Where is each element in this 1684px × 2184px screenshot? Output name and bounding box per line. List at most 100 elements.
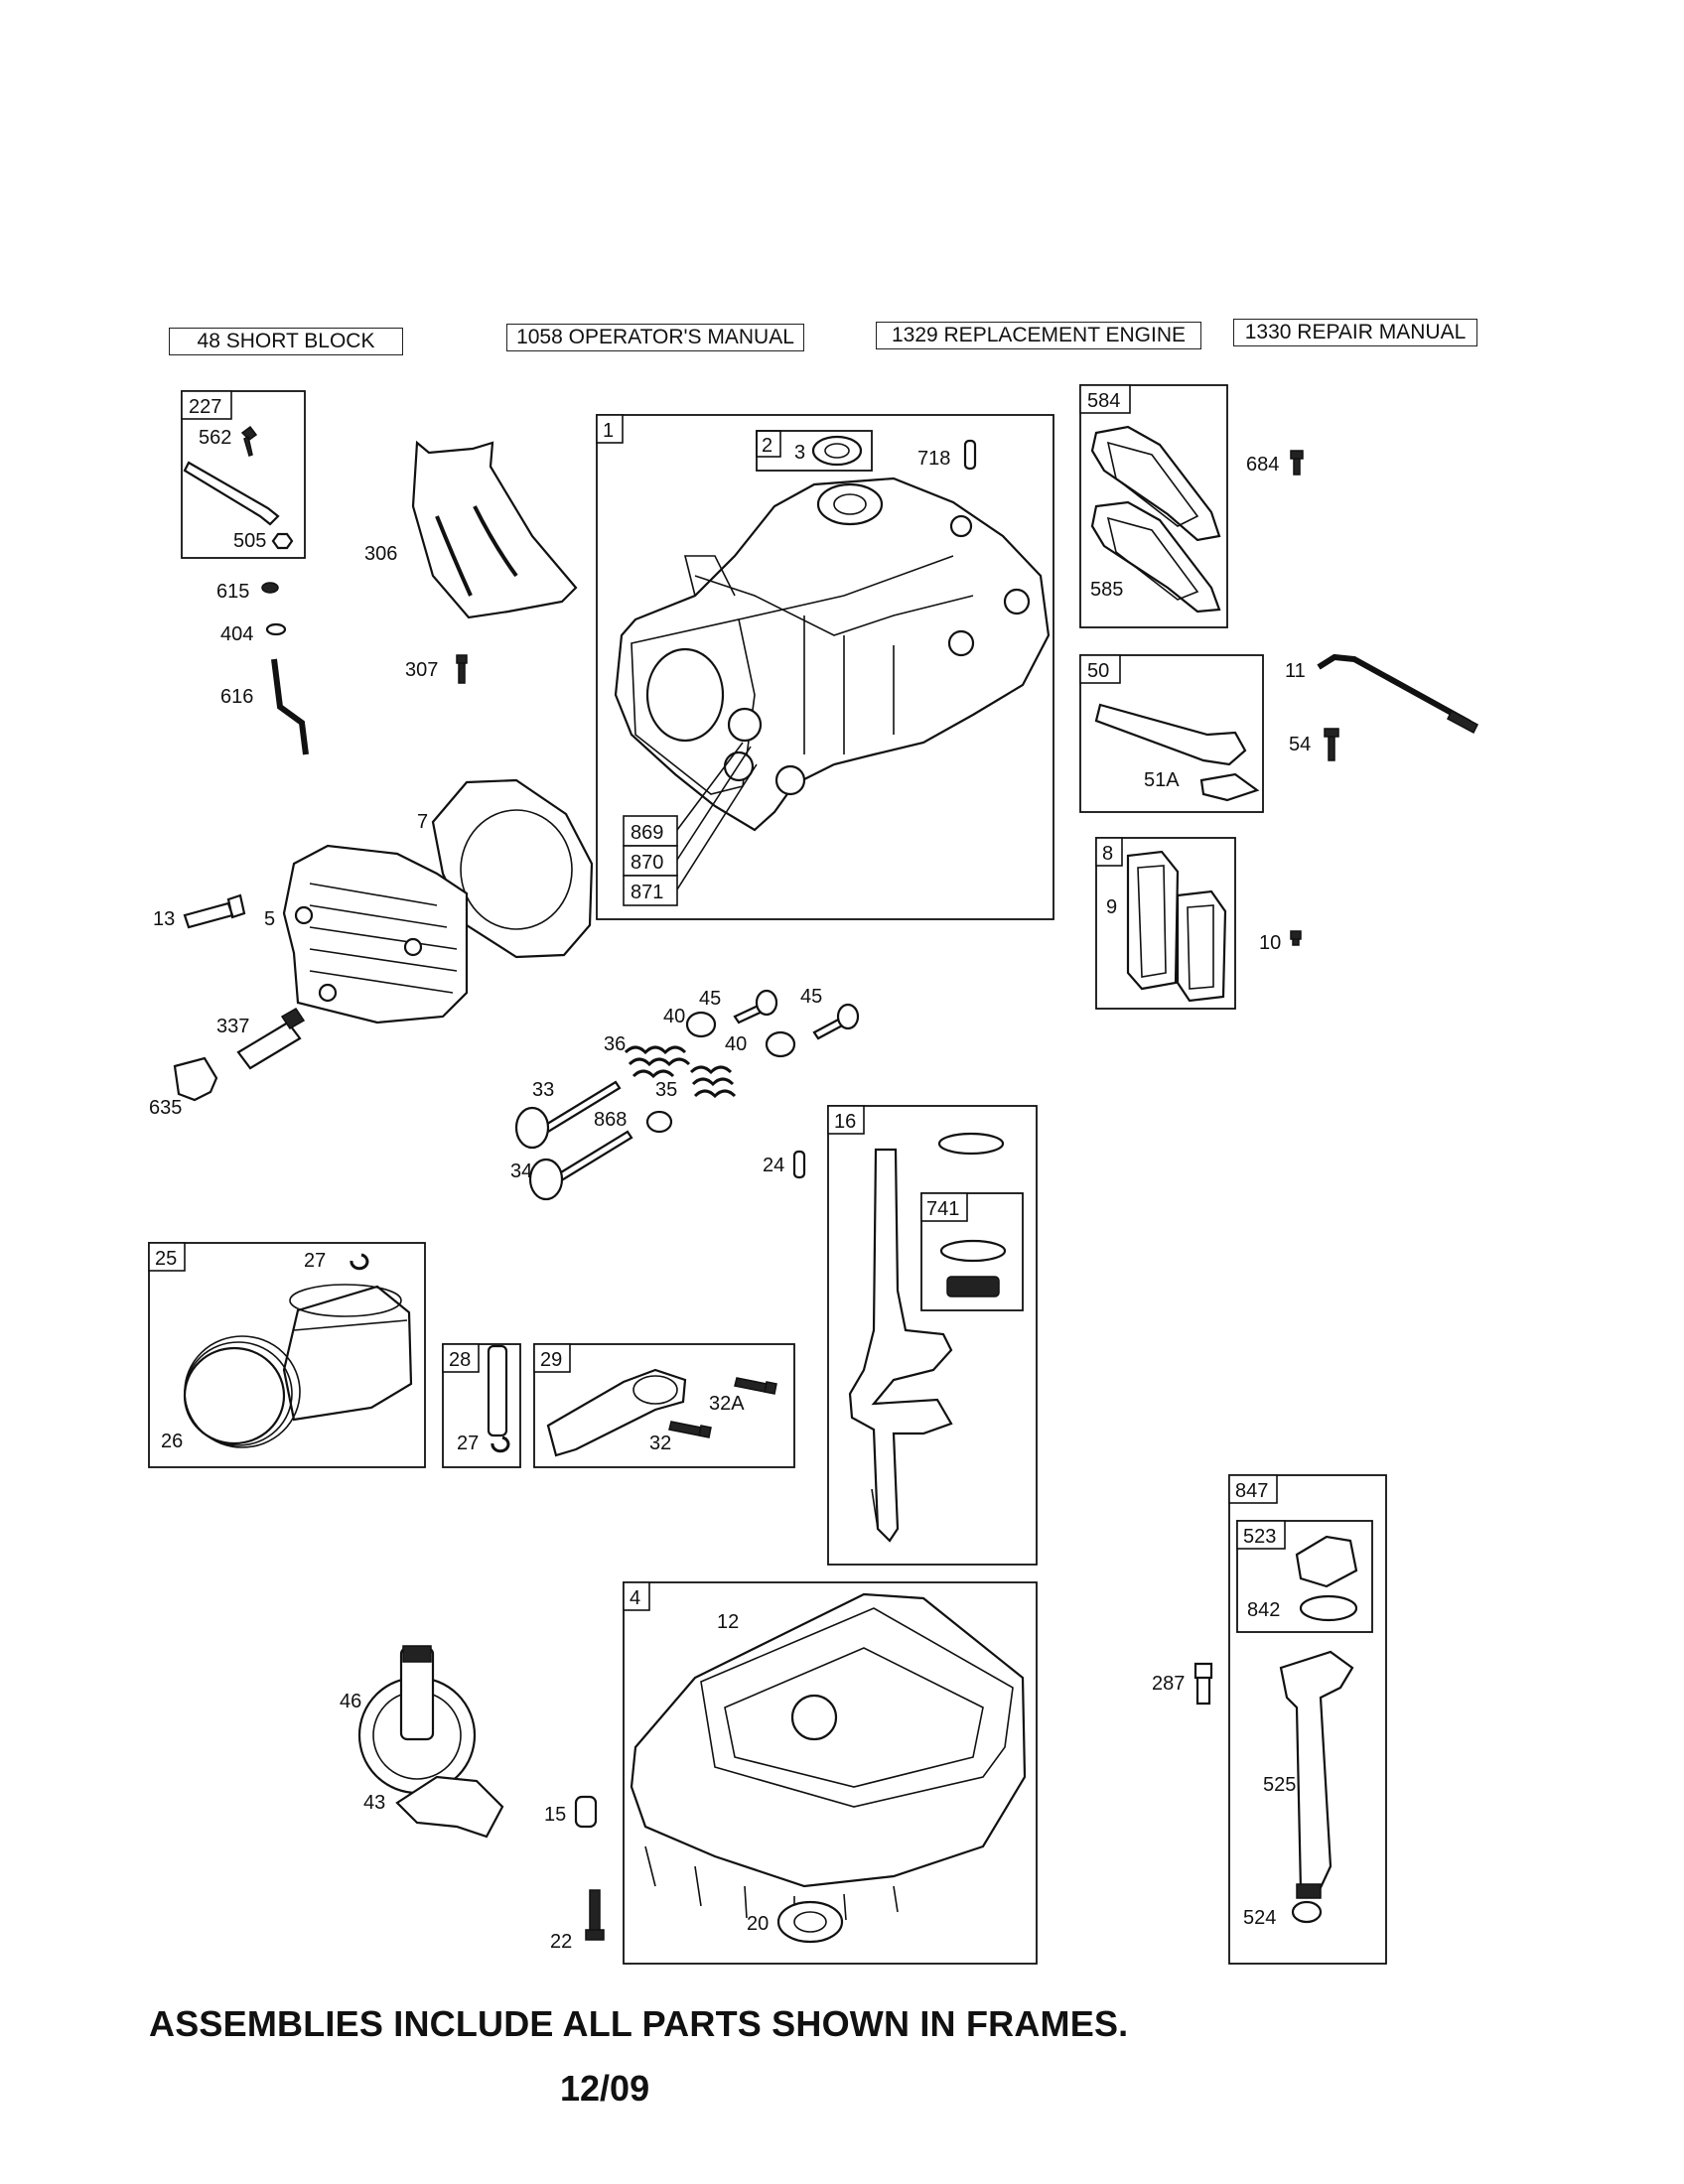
oring-842-part [1299,1594,1358,1622]
clip-27b-part [491,1435,510,1453]
part-684-label: 684 [1246,454,1279,476]
frame-25-label: 25 [155,1248,177,1270]
gasket-51A-part [1199,772,1260,802]
screw-307-part [456,654,468,684]
frame-8: 8 9 10 [1095,837,1302,1010]
screw-287-group: 287 [1152,1662,1213,1706]
link-616-part [271,658,309,755]
retainer-40b-part [765,1030,796,1058]
camshaft-group: 46 43 15 22 [340,1645,605,1953]
part-34-label: 34 [510,1160,532,1182]
governor-43-part [395,1775,504,1839]
part-27a-label: 27 [304,1250,326,1272]
screw-22-part [585,1889,605,1941]
screw-684-part [1290,450,1304,476]
frame-29-label: 29 [540,1349,562,1371]
cylinder-head-5-part [282,844,469,1024]
nut-505-part [271,532,294,550]
part-616-label: 616 [220,686,253,708]
spring-36-part [624,1045,691,1079]
part-307-label: 307 [405,659,438,681]
frame-2-label: 2 [762,435,772,457]
frame-584-label: 584 [1087,390,1120,412]
bolt-32A-part [734,1377,777,1395]
frame-847: 847 523 842 525 524 [1228,1474,1387,1965]
kit-short-block: 48 SHORT BLOCK [169,328,403,355]
cover-8-part [1176,889,1227,1003]
frame-4-label: 4 [630,1587,640,1609]
frame-28: 28 27 [442,1343,521,1468]
connecting-rod-29-part [546,1368,687,1457]
screw-54-part [1324,728,1339,761]
part-10-label: 10 [1259,932,1281,954]
part-15-label: 15 [544,1804,566,1826]
part-5-label: 5 [264,908,275,930]
part-12-label: 12 [717,1611,739,1633]
gasket-9-part [1126,850,1180,991]
frame-4: 4 12 20 [623,1581,1038,1965]
gasket-584-part [1090,425,1221,542]
part-7-label: 7 [417,811,428,833]
frame-1: 1 2 3 718 869 870 871 [596,414,1054,920]
clip-27a-part [350,1253,369,1271]
part-562-label: 562 [199,427,231,449]
part-635-label: 635 [149,1097,182,1119]
dipstick-tube-525-part [1279,1650,1354,1898]
breather-tube-group: 11 54 [1285,653,1478,761]
seal-868-part [645,1110,673,1134]
frame-584: 584 585 684 [1079,384,1304,628]
cylinder-block-1-part [614,477,1051,832]
wrist-pin-28-part [487,1344,508,1437]
part-20-label: 20 [747,1913,769,1935]
part-3-label: 3 [794,442,805,464]
part-13-label: 13 [153,908,175,930]
piston-25-part [282,1285,413,1422]
ring-16-part [937,1132,1005,1156]
frame-50: 50 51A [1079,654,1264,813]
kit-repair-manual: 1330 REPAIR MANUAL [1233,319,1477,346]
valve-34-part [554,1130,633,1183]
frame-25: 25 27 26 [148,1242,426,1468]
dipstick-cap-523-part [1295,1535,1358,1588]
revision-date: 12/09 [560,2068,650,2109]
head-gasket-group: 7 [417,778,594,959]
rings-26-part [184,1335,301,1448]
valve-train-group: 40 45 45 36 40 33 35 868 34 24 [510,986,860,1201]
part-404-label: 404 [220,623,253,645]
part-505-label: 505 [233,530,266,552]
frame-16-label: 16 [834,1111,856,1133]
part-524-label: 524 [1243,1907,1276,1929]
part-11-label: 11 [1285,660,1306,682]
frame-227: 227 562 505 [181,390,306,559]
gear-741-part [946,1276,1000,1297]
part-43-label: 43 [363,1792,385,1814]
oring-524-part [1291,1900,1323,1924]
assemblies-note: ASSEMBLIES INCLUDE ALL PARTS SHOWN IN FR… [149,2003,1129,2044]
gasket-585-part [1090,500,1221,614]
part-306-label: 306 [364,543,397,565]
lever-227-part [183,461,280,526]
part-525-label: 525 [1263,1774,1296,1796]
frame-28-label: 28 [449,1349,471,1371]
retainer-40-part [685,1011,717,1038]
linkage-parts: 615 404 616 [216,581,309,755]
pin-24-part [792,1150,806,1179]
part-51A-label: 51A [1144,769,1180,791]
part-26-label: 26 [161,1431,183,1452]
pin-718-part [963,439,977,471]
part-46-label: 46 [340,1691,361,1712]
sump-4-part [630,1592,1027,1888]
kit-replacement-engine: 1329 REPLACEMENT ENGINE [876,322,1201,349]
spark-plug-337-part [236,1021,302,1070]
frame-869-label: 869 [631,822,663,844]
frame-847-label: 847 [1235,1480,1268,1502]
frame-871-label: 871 [631,882,663,903]
bolt-13-part [183,893,246,929]
plug-15-part [574,1795,598,1829]
part-36-label: 36 [604,1033,626,1055]
part-718-label: 718 [917,448,950,470]
part-33-label: 33 [532,1079,554,1101]
part-615-label: 615 [216,581,249,603]
frame-870-label: 870 [631,852,663,874]
part-32A-label: 32A [709,1393,745,1415]
